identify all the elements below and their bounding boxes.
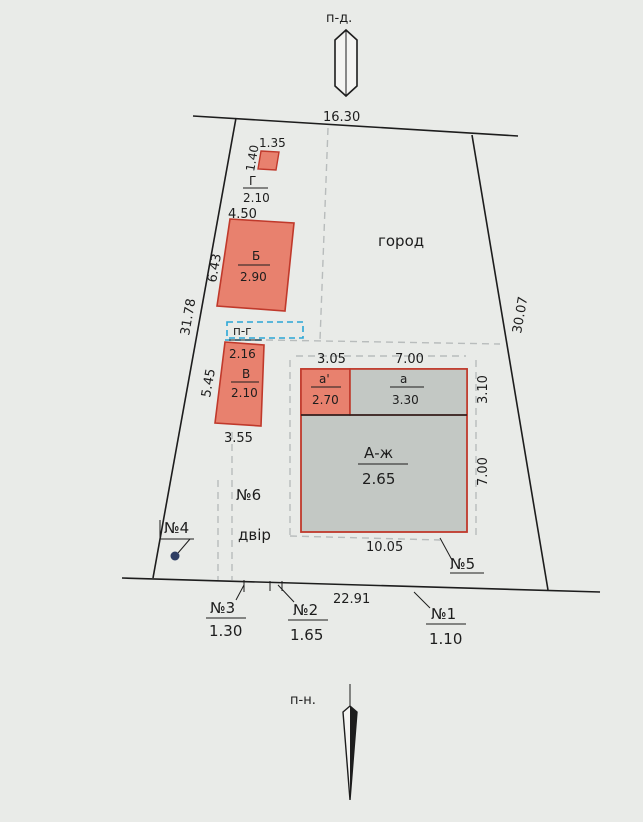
building-b-depth: 6.43 bbox=[205, 253, 225, 284]
building-g-depth: 1.40 bbox=[243, 144, 261, 173]
boundary-bottom bbox=[121, 577, 601, 593]
building-v-label: В bbox=[242, 367, 250, 381]
marker-n3-pointer bbox=[235, 584, 245, 601]
house-depth: 7.00 bbox=[476, 457, 491, 486]
house-width: 10.05 bbox=[366, 540, 403, 555]
building-v-shape bbox=[214, 341, 265, 427]
marker-n2-label: №2 bbox=[293, 601, 318, 619]
marker-n1-label: №1 bbox=[431, 605, 456, 623]
extension-a-depth: 3.10 bbox=[476, 375, 491, 404]
shed-pg: п-г bbox=[225, 321, 304, 341]
extension-a1 bbox=[300, 368, 351, 416]
marker-n2-pointer bbox=[277, 584, 295, 603]
building-v-height: 2.10 bbox=[231, 386, 258, 400]
marker-n3: №3 1.30 bbox=[206, 584, 246, 640]
marker-n1-pointer bbox=[413, 591, 431, 609]
marker-n4-label: №4 bbox=[164, 519, 189, 537]
boundary-top bbox=[192, 115, 519, 137]
plot-boundary bbox=[121, 115, 601, 593]
shed-pg-label: п-г bbox=[233, 324, 251, 338]
house-outline-bottom bbox=[289, 535, 441, 541]
building-b-width: 4.50 bbox=[228, 207, 257, 222]
marker-n3-value: 1.30 bbox=[209, 622, 242, 640]
south-label: п-н. bbox=[290, 693, 316, 708]
marker-n2: №2 1.65 bbox=[277, 584, 328, 644]
garden-divider-vertical bbox=[319, 127, 329, 341]
plot-left-length: 31.78 bbox=[178, 297, 199, 336]
boundary-right bbox=[471, 134, 549, 591]
plot-right-length: 30.07 bbox=[510, 295, 531, 334]
north-arrow: п-д. bbox=[326, 11, 358, 98]
marker-n5: №5 bbox=[439, 537, 484, 574]
marker-n4-pointer bbox=[177, 538, 191, 554]
garden-label: город bbox=[378, 232, 424, 250]
building-v: 2.16 5.45 В 2.10 3.55 bbox=[199, 341, 265, 446]
extension-a1-height: 2.70 bbox=[312, 393, 339, 407]
south-arrow-half bbox=[350, 706, 357, 800]
shed-pg-outline bbox=[226, 321, 304, 339]
house-complex: 3.05 7.00 3.10 7.00 а' 2.70 а 3.30 А-ж 2… bbox=[300, 352, 491, 555]
building-b: 4.50 6.43 Б 2.90 bbox=[205, 207, 295, 312]
plot-bottom-length: 22.91 bbox=[333, 592, 370, 607]
extension-a1-label: а' bbox=[319, 372, 330, 386]
building-g: 1.35 1.40 Г 2.10 bbox=[243, 136, 286, 205]
extension-a-label: а bbox=[400, 372, 407, 386]
well-icon bbox=[170, 551, 180, 561]
yard-label: двір bbox=[238, 526, 271, 544]
boundary-left bbox=[152, 117, 237, 579]
building-b-label: Б bbox=[252, 249, 260, 263]
marker-n5-label: №5 bbox=[450, 555, 475, 573]
extension-a-height: 3.30 bbox=[392, 393, 419, 407]
marker-n4: №4 bbox=[159, 519, 194, 561]
marker-n1-value: 1.10 bbox=[429, 630, 462, 648]
building-b-height: 2.90 bbox=[240, 270, 267, 284]
building-g-shape bbox=[257, 150, 280, 171]
building-g-width: 1.35 bbox=[259, 136, 286, 150]
marker-n5-pointer bbox=[439, 537, 453, 561]
marker-n2-value: 1.65 bbox=[290, 626, 323, 644]
house-label: А-ж bbox=[364, 444, 393, 462]
marker-n1: №1 1.10 bbox=[413, 591, 466, 648]
building-v-depth: 5.45 bbox=[199, 368, 219, 399]
building-v-width: 3.55 bbox=[224, 431, 253, 446]
extension-a1-width: 3.05 bbox=[317, 352, 346, 367]
yard-number-label: №6 bbox=[236, 486, 261, 504]
extension-a-width: 7.00 bbox=[395, 352, 424, 367]
house-height: 2.65 bbox=[362, 470, 395, 488]
building-g-label: Г bbox=[249, 174, 256, 188]
garden-divider-horizontal bbox=[265, 339, 501, 345]
north-label: п-д. bbox=[326, 11, 352, 26]
south-arrow: п-н. bbox=[290, 684, 358, 801]
zone-dividers bbox=[217, 127, 501, 580]
marker-n4-leader bbox=[159, 520, 194, 540]
shed-pg-height: 2.16 bbox=[229, 347, 256, 361]
plot-top-width: 16.30 bbox=[323, 110, 360, 125]
marker-n3-label: №3 bbox=[210, 599, 235, 617]
extension-a bbox=[349, 368, 468, 416]
building-g-height: 2.10 bbox=[243, 191, 270, 205]
